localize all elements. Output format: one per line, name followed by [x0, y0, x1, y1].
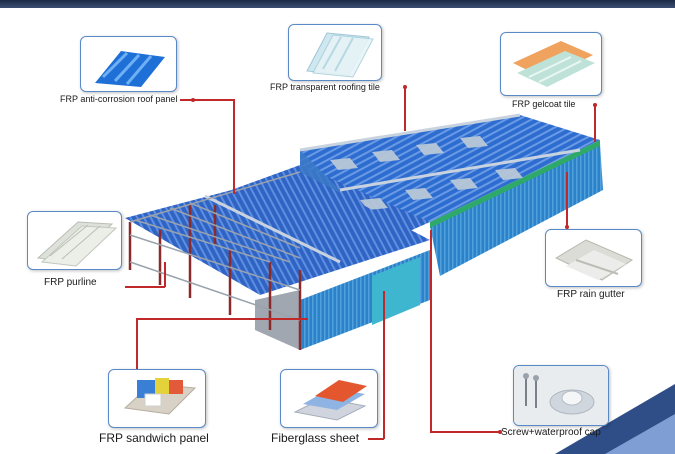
fiberglass-sheet-stack-icon — [293, 380, 367, 421]
leader-purline-v — [164, 262, 166, 287]
leader-dot — [191, 98, 195, 102]
sandwich-panel-icon — [123, 378, 197, 415]
lower-roof-ridge — [204, 194, 341, 264]
callout-roof-panel — [80, 36, 177, 92]
wall-trim — [430, 140, 600, 228]
leader-gelcoat-v — [594, 105, 596, 142]
leader-fiberglass-v — [383, 291, 385, 439]
leader-fiberglass-h — [368, 438, 384, 440]
leader-roof-panel-h — [180, 99, 234, 101]
purlins — [129, 171, 301, 321]
leader-dot — [498, 430, 502, 434]
rain-gutter-icon — [554, 239, 634, 281]
leader-roof-panel-v — [233, 99, 235, 194]
callout-fiberglass-sheet — [280, 369, 378, 428]
end-wall — [255, 290, 300, 350]
transparent-sheets-icon — [306, 32, 374, 78]
label-screw-cap: Screw+waterproof cap — [501, 427, 601, 438]
lower-roof — [125, 172, 430, 295]
label-fiberglass-sheet: Fiberglass sheet — [271, 431, 360, 445]
leader-sandwich-h — [136, 318, 308, 320]
leader-gutter-v — [566, 172, 568, 227]
top-frame-bar — [0, 0, 675, 8]
side-wall — [430, 143, 603, 276]
fiberglass-wall-panel — [372, 257, 420, 325]
label-purline: FRP purline — [44, 277, 97, 288]
leader-sandwich-v — [136, 318, 138, 370]
callout-transparent-tile — [288, 24, 382, 81]
label-gelcoat-tile: FRP gelcoat tile — [512, 99, 576, 109]
label-transparent-tile: FRP transparent roofing tile — [270, 82, 380, 92]
leader-transparent-v — [404, 86, 406, 131]
purline-profiles-icon — [36, 221, 118, 267]
callout-purline — [27, 211, 122, 270]
callout-rain-gutter — [545, 229, 642, 287]
label-rain-gutter: FRP rain gutter — [557, 289, 625, 300]
roof-ridges — [299, 113, 581, 192]
leader-dot — [403, 85, 407, 89]
gelcoat-tile-icon — [513, 41, 595, 87]
leader-screw-h — [430, 431, 500, 433]
leader-dot — [565, 225, 569, 229]
callout-gelcoat-tile — [500, 32, 602, 96]
corner-decoration-inner — [605, 414, 675, 454]
callout-sandwich-panel — [108, 369, 206, 428]
leader-purline-h — [125, 286, 165, 288]
upper-roof-back — [300, 115, 600, 222]
label-roof-panel: FRP anti-corrosion roof panel — [60, 94, 178, 104]
label-sandwich-panel: FRP sandwich panel — [99, 431, 209, 445]
leader-dot — [593, 103, 597, 107]
leader-screw-v — [430, 230, 432, 432]
skylights — [330, 136, 523, 210]
blue-corrugated-panel-icon — [95, 51, 165, 87]
screw-cap-icon — [514, 366, 608, 425]
callout-screw-cap — [513, 365, 609, 426]
